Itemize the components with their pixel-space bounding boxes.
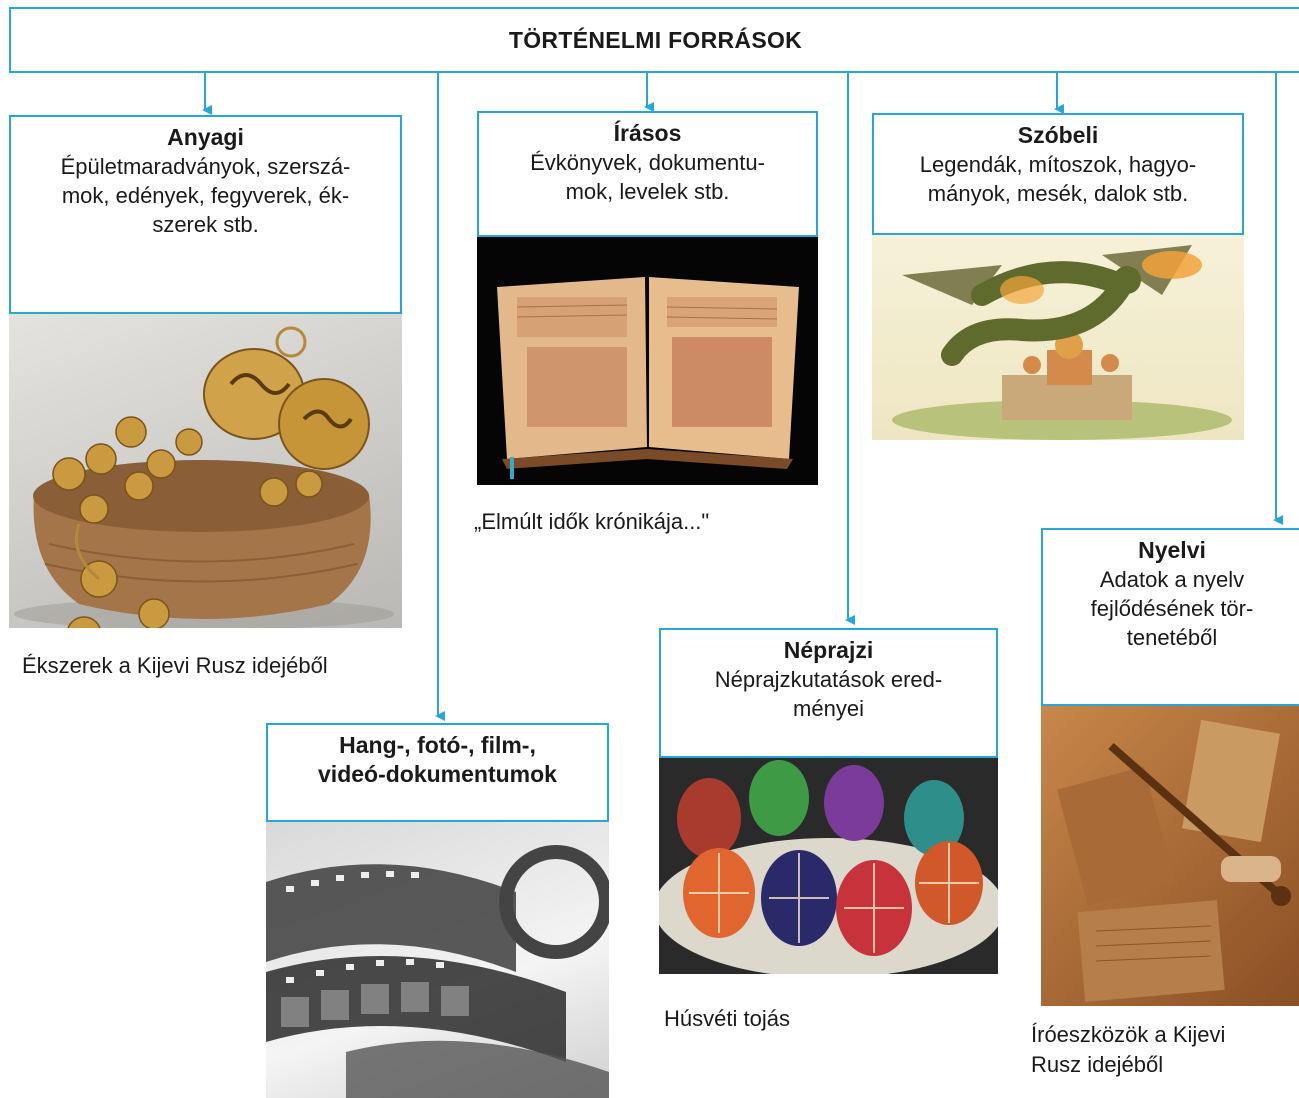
source-name-irasos: Írásos [479,119,816,148]
caption-irasos: „Elmúlt idők krónikája..." [474,507,709,537]
caption-anyagi: Ékszerek a Kijevi Rusz idejéből [22,651,328,681]
film-reel-photo [266,822,609,1098]
source-box-hang: Hang-, fotó-, film-, videó-dokumentumok [266,723,609,822]
source-desc-anyagi: Épületmaradványok, szerszá- mok, edények… [11,152,400,239]
source-desc-irasos: Évkönyvek, dokumentu- mok, levelek stb. [479,148,816,206]
jewelry-pot-photo [9,314,402,628]
easter-eggs-photo [659,758,998,974]
source-box-nyelvi: Nyelvi Adatok a nyelv fejlődésének tör- … [1041,528,1299,706]
source-name-anyagi: Anyagi [11,123,400,152]
source-box-szobeli: Szóbeli Legendák, mítoszok, hagyo- mányo… [872,113,1244,235]
source-box-anyagi: Anyagi Épületmaradványok, szerszá- mok, … [9,115,402,314]
source-name-hang: Hang-, fotó-, film-, videó-dokumentumok [268,731,607,789]
dragon-illustration [872,235,1244,440]
source-name-szobeli: Szóbeli [874,121,1242,150]
caption-nyelvi: Íróeszközök a Kijevi Rusz idejéből [1031,1020,1225,1080]
source-desc-szobeli: Legendák, mítoszok, hagyo- mányok, mesék… [874,150,1242,208]
source-desc-nyelvi: Adatok a nyelv fejlődésének tör- tenetéb… [1043,565,1299,652]
source-desc-neprajzi: Néprajzkutatások ered- ményei [661,665,996,723]
caption-neprajzi: Húsvéti tojás [664,1004,790,1034]
writing-tools-photo [1041,706,1299,1006]
source-name-nyelvi: Nyelvi [1043,536,1299,565]
source-box-neprajzi: Néprajzi Néprajzkutatások ered- ményei [659,628,998,758]
chronicle-book-photo [477,237,818,485]
source-name-neprajzi: Néprajzi [661,636,996,665]
source-box-irasos: Írásos Évkönyvek, dokumentu- mok, levele… [477,111,818,237]
